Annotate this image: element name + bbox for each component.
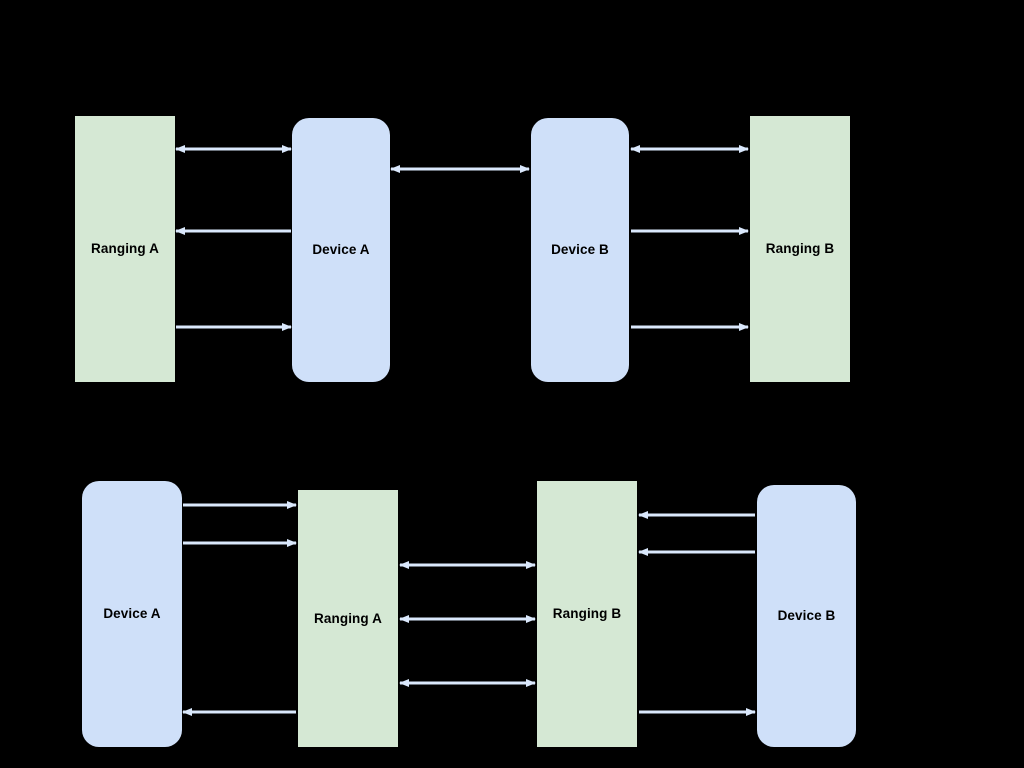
node-top-ranging-b[interactable]: Ranging B — [750, 116, 850, 382]
node-label: Ranging A — [314, 610, 382, 626]
node-label: Ranging B — [765, 241, 835, 257]
node-top-ranging-a[interactable]: Ranging A — [75, 116, 175, 382]
node-label: Ranging B — [552, 606, 622, 622]
node-bottom-device-b[interactable]: Device B — [757, 485, 856, 747]
node-label: Ranging A — [91, 241, 159, 257]
node-label: Device A — [103, 606, 161, 622]
node-bottom-ranging-a[interactable]: Ranging A — [298, 490, 398, 747]
node-label: Device B — [777, 608, 836, 624]
node-bottom-ranging-b[interactable]: Ranging B — [537, 481, 637, 747]
node-top-device-b[interactable]: Device B — [531, 118, 629, 382]
node-label: Device B — [551, 242, 609, 258]
node-top-device-a[interactable]: Device A — [292, 118, 390, 382]
node-label: Device A — [312, 242, 370, 258]
node-bottom-device-a[interactable]: Device A — [82, 481, 182, 747]
